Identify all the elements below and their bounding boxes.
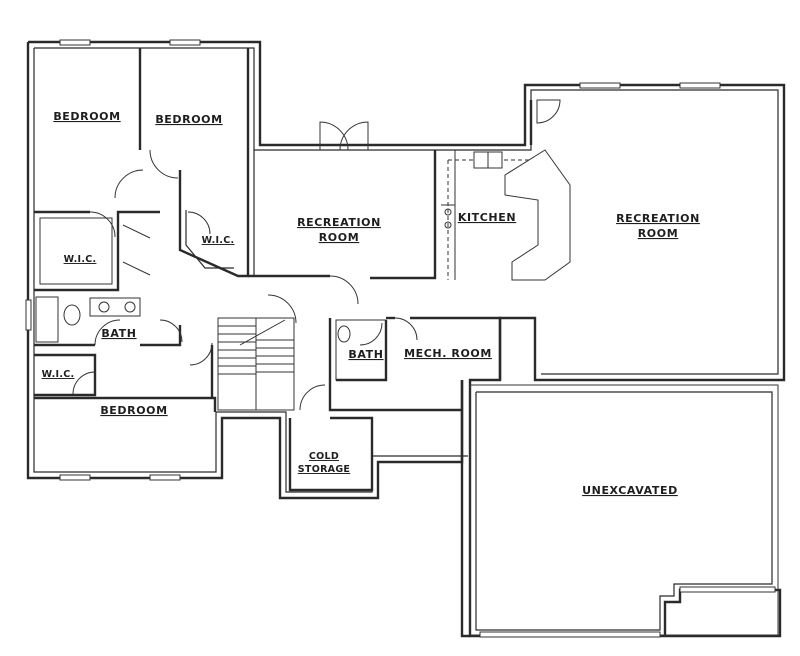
- room-label-wic-2: W.I.C.: [202, 235, 235, 246]
- room-label-mech-room: MECH. ROOM: [404, 347, 492, 360]
- room-label-cold-storage-line1: COLD: [309, 451, 339, 462]
- room-label-bath-1: BATH: [101, 327, 136, 340]
- room-label-bedroom-2: BEDROOM: [155, 113, 222, 126]
- room-label-cold-storage-line2: STORAGE: [298, 464, 350, 475]
- interior-walls: [34, 48, 571, 492]
- room-labels: BEDROOM BEDROOM W.I.C. W.I.C. W.I.C. BAT…: [42, 110, 700, 497]
- room-label-recreation-2-line2: ROOM: [638, 227, 679, 240]
- windows: [25, 39, 776, 638]
- room-label-kitchen: KITCHEN: [458, 211, 516, 224]
- doors: [72, 99, 561, 411]
- room-label-bedroom-3: BEDROOM: [100, 404, 167, 417]
- exterior-walls: [26, 40, 786, 638]
- room-label-recreation-2-line1: RECREATION: [616, 212, 700, 225]
- room-label-unexcavated: UNEXCAVATED: [582, 484, 678, 497]
- room-label-recreation-1-line1: RECREATION: [297, 216, 381, 229]
- room-label-wic-3: W.I.C.: [42, 369, 75, 380]
- room-label-bedroom-1: BEDROOM: [53, 110, 120, 123]
- room-label-bath-2: BATH: [348, 348, 383, 361]
- room-label-recreation-1-line2: ROOM: [319, 231, 360, 244]
- room-label-wic-1: W.I.C.: [64, 254, 97, 265]
